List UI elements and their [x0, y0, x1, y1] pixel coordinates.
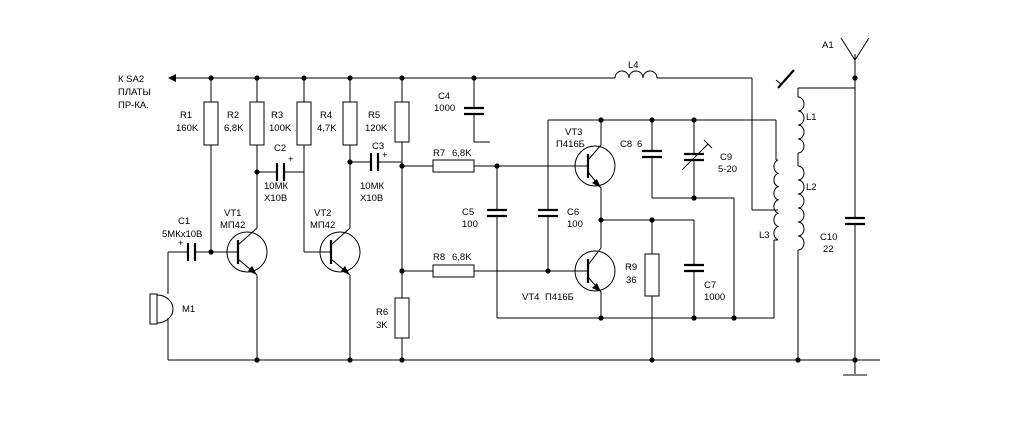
m1-label: M1	[182, 304, 195, 315]
r1-label: R1	[180, 110, 192, 121]
labels: R1 160K R2 6,8K R3 100K R4 4,7K R5 120K …	[162, 40, 837, 331]
r3-label: R3	[271, 110, 283, 121]
resistor-r7	[432, 159, 475, 173]
l3-label: L3	[759, 230, 770, 241]
resistor-r1	[203, 101, 219, 146]
r2-label: R2	[227, 110, 239, 121]
capacitor-c10	[845, 216, 865, 226]
c3-value-2: Х10В	[360, 193, 383, 204]
r7-label: R7	[433, 148, 445, 159]
microphone-m1	[149, 293, 174, 325]
connector-label-3: ПР-КА.	[118, 100, 149, 111]
l4-label: L4	[628, 60, 639, 71]
c10-label: C10	[820, 232, 837, 243]
transistor-vt3	[574, 144, 616, 189]
c8-value: 6	[637, 139, 642, 150]
resistor-r6	[394, 297, 410, 339]
c2-value-1: 10МК	[264, 181, 288, 192]
r2-value: 6,8K	[224, 123, 244, 134]
r9-value: 36	[626, 275, 637, 286]
inductors	[614, 69, 805, 251]
r6-label: R6	[376, 307, 388, 318]
r8-value: 6,8K	[452, 252, 472, 263]
capacitor-c4	[464, 106, 484, 116]
vt2-type: МП42	[310, 220, 335, 231]
c6-value: 100	[567, 219, 583, 230]
c9-label: C9	[720, 152, 732, 163]
capacitor-c9-variable	[681, 139, 713, 171]
r8-label: R8	[433, 252, 445, 263]
vt4-type: П416Б	[545, 292, 574, 303]
resistor-r3	[296, 101, 312, 146]
connector-label-2: ПЛАТЫ	[118, 87, 151, 98]
c4-label: C4	[438, 91, 450, 102]
c3-value-1: 10МК	[360, 181, 384, 192]
vt3-label: VT3	[565, 127, 582, 138]
antenna-a1-icon	[840, 37, 870, 61]
c3-plus: +	[382, 150, 388, 161]
c1-label: C1	[178, 216, 190, 227]
capacitors	[186, 106, 865, 273]
capacitor-c2	[275, 163, 286, 181]
resistor-r8	[432, 264, 475, 278]
resistor-r4	[342, 101, 358, 146]
r3-value: 100K	[269, 123, 292, 134]
vt2-label: VT2	[314, 208, 331, 219]
wires	[167, 54, 880, 376]
capacitor-c7	[684, 263, 704, 273]
c2-value-2: Х10В	[264, 193, 287, 204]
c7-label: C7	[704, 280, 716, 291]
c2-plus: +	[288, 154, 294, 165]
junction-dots	[208, 75, 858, 363]
connector-label-1: К SA2	[118, 74, 144, 85]
connector: К SA2 ПЛАТЫ ПР-КА.	[118, 74, 176, 111]
inductor-l1	[797, 96, 805, 154]
c5-value: 100	[462, 219, 478, 230]
r5-label: R5	[368, 110, 380, 121]
r9-label: R9	[625, 262, 637, 273]
capacitor-c6	[538, 208, 558, 218]
vt1-type: МП42	[220, 220, 245, 231]
vt3-type: П416Б	[556, 139, 585, 150]
resistor-r5	[394, 101, 410, 143]
resistors	[203, 101, 660, 339]
capacitor-c5	[487, 208, 507, 218]
r5-value: 120K	[365, 123, 388, 134]
c7-value: 1000	[704, 292, 725, 303]
inductor-l2	[797, 165, 805, 251]
c6-label: C6	[567, 207, 579, 218]
r4-value: 4,7K	[317, 123, 337, 134]
capacitor-c3	[369, 153, 380, 171]
c3-label: C3	[372, 141, 384, 152]
resistor-r2	[249, 101, 265, 146]
c1-value: 5МКх10В	[162, 229, 202, 240]
c9-value: 5-20	[718, 164, 737, 175]
r1-value: 160K	[176, 123, 199, 134]
r6-value: 3K	[376, 320, 388, 331]
r4-label: R4	[320, 110, 332, 121]
vt1-label: VT1	[224, 208, 241, 219]
c10-value: 22	[823, 244, 834, 255]
c2-label: C2	[274, 143, 286, 154]
l1-label: L1	[806, 112, 817, 123]
inductor-l3	[773, 159, 780, 241]
a1-label: A1	[822, 40, 834, 51]
capacitor-c8	[642, 149, 662, 159]
transistor-vt4	[574, 247, 616, 293]
inductor-l4	[614, 70, 658, 79]
r7-value: 6,8K	[452, 148, 472, 159]
vt4-label: VT4	[522, 292, 539, 303]
c4-value: 1000	[434, 103, 455, 114]
c1-plus: +	[178, 238, 184, 249]
inductor-l1-tuning	[777, 69, 795, 89]
transistor-vt2	[319, 227, 361, 276]
transistor-vt1	[226, 227, 268, 276]
transistors	[226, 144, 616, 293]
c8-label: C8	[620, 139, 632, 150]
capacitor-c1	[186, 243, 197, 261]
resistor-r9	[644, 253, 660, 297]
c5-label: C5	[462, 207, 474, 218]
l2-label: L2	[806, 182, 817, 193]
